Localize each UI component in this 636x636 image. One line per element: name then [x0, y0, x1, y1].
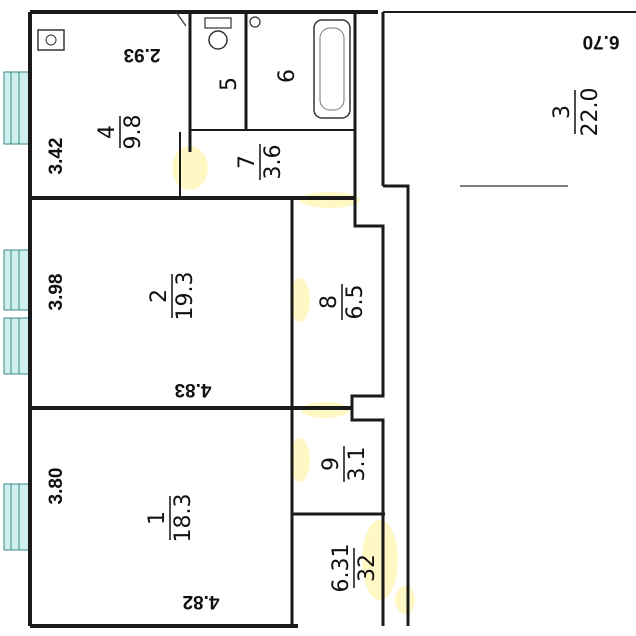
dim-room1-width: 4.82	[183, 591, 220, 612]
room-7-number: 7	[235, 155, 260, 169]
room-3-area: 22.0	[578, 88, 603, 137]
dim-room2-height: 3.98	[46, 274, 67, 311]
window-room2-lower	[3, 317, 31, 375]
dim-room4-height: 3.42	[46, 138, 67, 175]
windows-left	[3, 71, 31, 551]
room-1-label: 1 18.3	[145, 494, 196, 543]
room-4-number: 4	[95, 125, 120, 139]
room-labels: 4 9.8 5 6 7 3.6 3 22.0 2 19.3 8 6.5	[95, 69, 603, 592]
dim-room3-width: 6.70	[583, 31, 620, 52]
room-3-label: 3 22.0	[550, 88, 603, 137]
room-1-area: 18.3	[171, 494, 196, 543]
room-7-area: 3.6	[261, 145, 286, 180]
room-9-label: 9 3.1	[319, 446, 370, 482]
window-room4	[3, 71, 31, 145]
room-2-number: 2	[147, 289, 172, 303]
window-room2	[3, 249, 31, 311]
room-8-label: 8 6.5	[317, 284, 368, 320]
room-4-area: 9.8	[121, 115, 146, 150]
room-9-number: 9	[319, 457, 344, 471]
dim-room4-width: 2.93	[124, 44, 161, 65]
room-5-label: 5	[217, 77, 242, 91]
walls	[28, 10, 636, 628]
room-6-label: 6	[275, 69, 300, 83]
room-10-area: 32	[355, 554, 380, 582]
sink-icon	[37, 29, 65, 51]
room-9-area: 3.1	[345, 447, 370, 482]
window-room1	[3, 483, 31, 551]
room-6-number: 6	[275, 69, 300, 83]
room-7-label: 7 3.6	[235, 144, 286, 180]
room-5-number: 5	[217, 77, 242, 91]
sink-small-icon	[249, 16, 261, 28]
toilet-icon	[208, 30, 228, 50]
bathtub-icon	[313, 19, 351, 119]
room-2-area: 19.3	[173, 272, 198, 321]
dim-room1-height: 3.80	[46, 468, 67, 505]
room-10-label: 6.31 32	[329, 544, 380, 593]
room-3-number: 3	[550, 105, 575, 119]
fixtures	[37, 11, 351, 119]
dim-room2-width: 4.83	[175, 379, 212, 400]
room-1-number: 1	[145, 511, 170, 525]
dimension-labels: 2.93 6.70 3.42 3.98 4.83 3.80 4.82	[46, 31, 619, 612]
room-10-number: 6.31	[329, 544, 354, 593]
room-8-area: 6.5	[343, 285, 368, 320]
room-2-label: 2 19.3	[147, 272, 198, 321]
room-4-label: 4 9.8	[95, 115, 146, 150]
room-8-number: 8	[317, 295, 342, 309]
